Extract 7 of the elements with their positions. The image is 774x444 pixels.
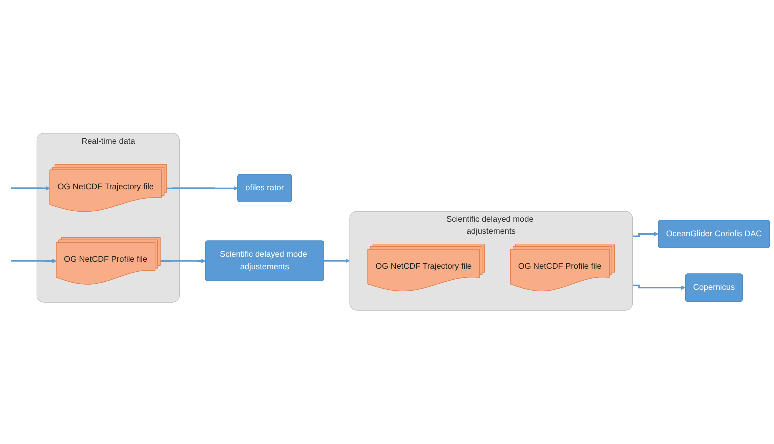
arrow — [324, 258, 350, 264]
arrow — [632, 232, 659, 238]
arrow — [11, 186, 50, 191]
arrow — [167, 186, 238, 191]
arrow — [11, 259, 57, 264]
arrow — [632, 284, 686, 290]
arrow — [160, 259, 206, 264]
